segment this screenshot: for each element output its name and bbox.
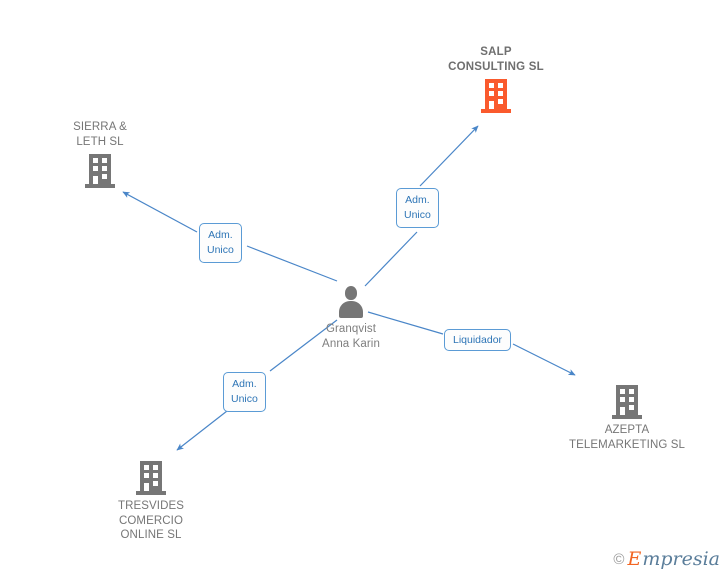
node-tresvides-comercio[interactable]: TRESVIDES COMERCIO ONLINE SL — [66, 461, 236, 543]
watermark-brand-initial: E — [627, 548, 642, 570]
building-icon — [612, 385, 642, 419]
node-azepta-telemarketing[interactable]: AZEPTA TELEMARKETING SL — [542, 385, 712, 452]
node-salp-consulting[interactable]: SALP CONSULTING SL — [411, 45, 581, 113]
building-icon — [85, 154, 115, 188]
edge-label-adm-unico-salp[interactable]: Adm. Unico — [396, 188, 439, 228]
node-label-sierra-leth: SIERRA & LETH SL — [73, 121, 127, 148]
building-icon — [136, 461, 166, 495]
building-icon — [481, 79, 511, 113]
edge-label-adm-unico-sierra[interactable]: Adm. Unico — [199, 223, 242, 263]
node-label-azepta-telemarketing: AZEPTA TELEMARKETING SL — [569, 424, 685, 451]
node-label-salp-consulting: SALP CONSULTING SL — [448, 46, 544, 73]
watermark-brand-name: mpresia — [642, 548, 720, 570]
edge-label-liquidador-azepta[interactable]: Liquidador — [444, 329, 512, 351]
node-label-tresvides-comercio: TRESVIDES COMERCIO ONLINE SL — [117, 500, 185, 541]
copyright-icon: © — [613, 551, 625, 568]
node-label-person-granqvist: Granqvist Anna Karin — [322, 323, 380, 350]
node-sierra-leth[interactable]: SIERRA & LETH SL — [15, 120, 185, 188]
empresia-watermark: © E mpresia — [613, 550, 720, 569]
person-icon — [336, 286, 366, 318]
node-person-granqvist[interactable]: Granqvist Anna Karin — [266, 286, 436, 352]
edge-label-adm-unico-tresvides[interactable]: Adm. Unico — [223, 372, 266, 412]
